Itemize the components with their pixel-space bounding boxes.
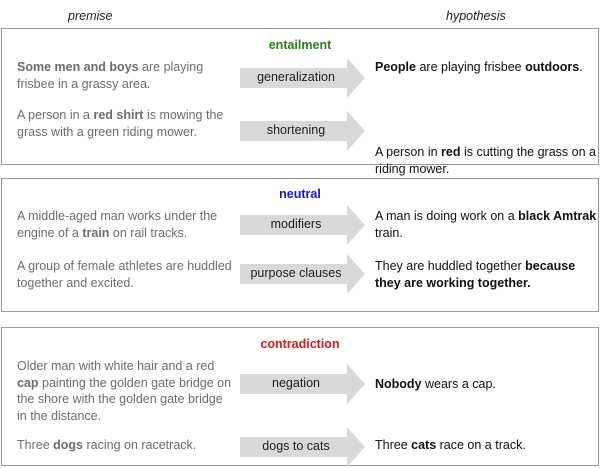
text-span: Three	[375, 438, 412, 452]
hypothesis-text: People are playing frisbee outdoors.	[375, 59, 597, 76]
arrow-dogs-to-cats: dogs to cats	[240, 427, 365, 467]
entailment-panel: entailment Some men and boys are playing…	[1, 28, 599, 176]
arrow-shape	[240, 254, 365, 294]
arrow-label: negation	[272, 376, 320, 390]
panel-title: entailment	[268, 38, 332, 52]
arrow-shape	[240, 205, 365, 245]
text-span: Older man with white hair and a red	[17, 359, 215, 373]
arrow-generalization: generalization	[240, 58, 365, 98]
hypothesis-text: Nobody wears a cap.	[375, 376, 597, 393]
text-span: are playing frisbee	[416, 60, 526, 74]
arrow-purpose-clauses: purpose clauses	[240, 254, 365, 294]
text-span: train.	[375, 225, 403, 240]
highlighted-phrase: dogs	[53, 438, 83, 452]
premise-text: A person in a red shirt is mowing the gr…	[17, 107, 232, 140]
text-span: A man is doing work on a	[375, 209, 519, 223]
arrow-modifiers: modifiers	[240, 205, 365, 245]
text-span: They are huddled together	[375, 259, 526, 273]
arrow-shape	[240, 111, 365, 151]
arrow-shortening: shortening	[240, 111, 365, 151]
highlighted-phrase: red	[441, 145, 461, 159]
arrow-label: generalization	[257, 70, 335, 84]
text-span: .	[579, 60, 583, 74]
highlighted-phrase: cap	[17, 375, 39, 390]
arrow-label: shortening	[266, 123, 326, 137]
hypothesis-text: Three cats race on a track.	[375, 437, 597, 454]
arrow-label: purpose clauses	[250, 266, 342, 280]
text-span: on rail tracks.	[109, 225, 188, 240]
highlighted-phrase: outdoors	[525, 60, 580, 74]
hypothesis-text: A man is doing work on a black Amtrak tr…	[375, 208, 597, 241]
highlighted-phrase: Nobody	[375, 377, 422, 391]
text-span: A person in	[375, 145, 442, 159]
premise-text: A middle-aged man works under the engine…	[17, 208, 232, 241]
text-span: Three	[17, 438, 54, 452]
panel-title: neutral	[279, 187, 321, 201]
text-span: race on a track.	[436, 438, 526, 452]
text-span: painting the golden gate bridge on the s…	[17, 375, 232, 423]
highlighted-phrase: train	[82, 225, 110, 240]
text-span: racing on racetrack.	[83, 438, 197, 452]
hypothesis-text: They are huddled together because they a…	[375, 258, 597, 291]
arrow-negation: negation	[240, 364, 365, 404]
arrow-label: dogs to cats	[262, 439, 330, 453]
highlighted-phrase: Some men and boys	[17, 60, 139, 74]
highlighted-phrase: cats	[411, 438, 437, 452]
text-span: is mowing the grass with a green riding …	[17, 108, 224, 139]
text-span: wears a cap.	[421, 377, 496, 391]
arrow-shape	[240, 364, 365, 404]
text-span: A group of female athletes are huddled t…	[17, 259, 232, 290]
text-span: A middle-aged man works under the engine…	[17, 209, 218, 240]
premise-text: A group of female athletes are huddled t…	[17, 258, 232, 291]
highlighted-phrase: People	[375, 60, 416, 74]
hypothesis-column-header: hypothesis	[446, 9, 506, 23]
arrow-shape	[240, 427, 365, 467]
text-span: is cutting the grass on a riding mower.	[375, 145, 596, 176]
premise-column-header: premise	[68, 9, 113, 23]
premise-text: Older man with white hair and a red cap …	[17, 358, 232, 424]
text-span: A person in a	[17, 108, 94, 122]
text-span: are playing frisbee in a grassy area.	[17, 60, 204, 91]
arrow-shape	[240, 58, 365, 98]
hypothesis-text: A person in red is cutting the grass on …	[375, 144, 597, 177]
arrow-label: modifiers	[270, 217, 322, 231]
highlighted-phrase: because they are working together.	[375, 259, 576, 290]
premise-text: Some men and boys are playing frisbee in…	[17, 59, 232, 92]
panel-title: contradiction	[260, 337, 340, 351]
premise-text: Three dogs racing on racetrack.	[17, 437, 232, 454]
highlighted-phrase: red shirt	[93, 108, 144, 122]
neutral-panel: neutral A middle-aged man works under th…	[1, 178, 599, 312]
highlighted-phrase: black Amtrak	[518, 209, 597, 223]
contradiction-panel: contradiction Older man with white hair …	[1, 327, 599, 467]
